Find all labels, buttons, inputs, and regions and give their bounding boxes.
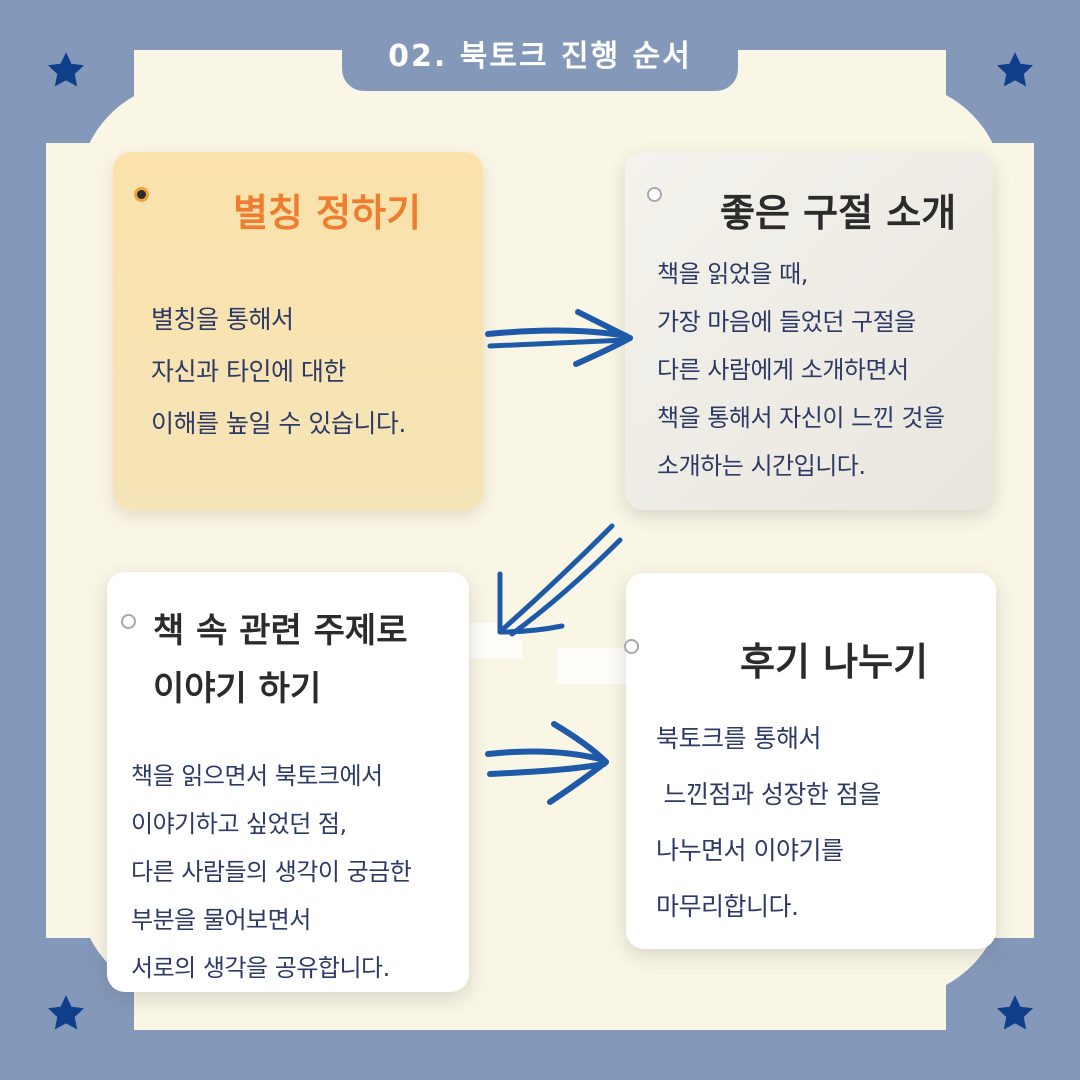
- description-line: 나누면서 이야기를: [656, 836, 844, 865]
- step-card-nickname: 별칭 정하기 별칭을 통해서 자신과 타인에 대한 이해를 높일 수 있습니다.: [113, 152, 483, 510]
- highlight-patch: [470, 623, 522, 659]
- highlight-patch: [557, 648, 627, 684]
- bullet-ring-icon: [647, 187, 662, 202]
- step-description: 북토크를 통해서 느낀점과 성장한 점을 나누면서 이야기를 마무리합니다.: [656, 711, 881, 935]
- star-icon: [45, 992, 87, 1034]
- step-title: 후기 나누기: [740, 640, 929, 684]
- description-line: 가장 마음에 들었던 구절을: [657, 308, 916, 336]
- step-card-topic-talk: 책 속 관련 주제로 이야기 하기 책을 읽으면서 북토크에서 이야기하고 싶었…: [107, 572, 469, 992]
- description-line: 다른 사람에게 소개하면서: [657, 356, 909, 384]
- arrow-right-icon: [485, 309, 633, 367]
- star-icon: [994, 992, 1036, 1034]
- step-description: 별칭을 통해서 자신과 타인에 대한 이해를 높일 수 있습니다.: [151, 294, 406, 450]
- description-line: 북토크를 통해서: [656, 724, 821, 753]
- star-icon: [994, 49, 1036, 91]
- description-line: 느낀점과 성장한 점을: [656, 780, 881, 809]
- description-line: 소개하는 시간입니다.: [657, 452, 866, 480]
- description-line: 책을 읽으면서 북토크에서: [131, 762, 383, 790]
- description-line: 마무리합니다.: [656, 892, 799, 921]
- step-title-line: 이야기 하기: [153, 669, 322, 709]
- title-tab: 02. 북토크 진행 순서: [342, 18, 738, 91]
- step-title-line: 책 속 관련 주제로: [153, 611, 408, 651]
- description-line: 이해를 높일 수 있습니다.: [151, 409, 406, 438]
- arrow-right-icon: [485, 721, 609, 805]
- description-line: 책을 통해서 자신이 느낀 것을: [657, 404, 945, 432]
- bullet-dot-icon: [134, 187, 149, 202]
- step-description: 책을 읽으면서 북토크에서 이야기하고 싶었던 점, 다른 사람들의 생각이 궁…: [131, 752, 412, 992]
- description-line: 자신과 타인에 대한: [151, 357, 346, 386]
- description-line: 별칭을 통해서: [151, 305, 294, 334]
- step-title: 책 속 관련 주제로 이야기 하기: [153, 602, 407, 718]
- description-line: 부분을 물어보면서: [131, 906, 311, 934]
- step-title: 별칭 정하기: [233, 191, 422, 235]
- bullet-ring-icon: [624, 639, 639, 654]
- description-line: 이야기하고 싶었던 점,: [131, 810, 347, 838]
- page-title: 02. 북토크 진행 순서: [388, 38, 692, 74]
- arrow-down-left-icon: [497, 523, 623, 637]
- description-line: 다른 사람들의 생각이 궁금한: [131, 858, 412, 886]
- description-line: 책을 읽었을 때,: [657, 260, 808, 288]
- star-icon: [45, 49, 87, 91]
- step-card-quote: 좋은 구절 소개 책을 읽었을 때, 가장 마음에 들었던 구절을 다른 사람에…: [625, 152, 993, 510]
- bullet-ring-icon: [121, 614, 136, 629]
- step-card-review: 후기 나누기 북토크를 통해서 느낀점과 성장한 점을 나누면서 이야기를 마무…: [624, 573, 996, 949]
- step-title: 좋은 구절 소개: [720, 191, 957, 235]
- step-description: 책을 읽었을 때, 가장 마음에 들었던 구절을 다른 사람에게 소개하면서 책…: [657, 250, 945, 490]
- description-line: 서로의 생각을 공유합니다.: [131, 954, 390, 982]
